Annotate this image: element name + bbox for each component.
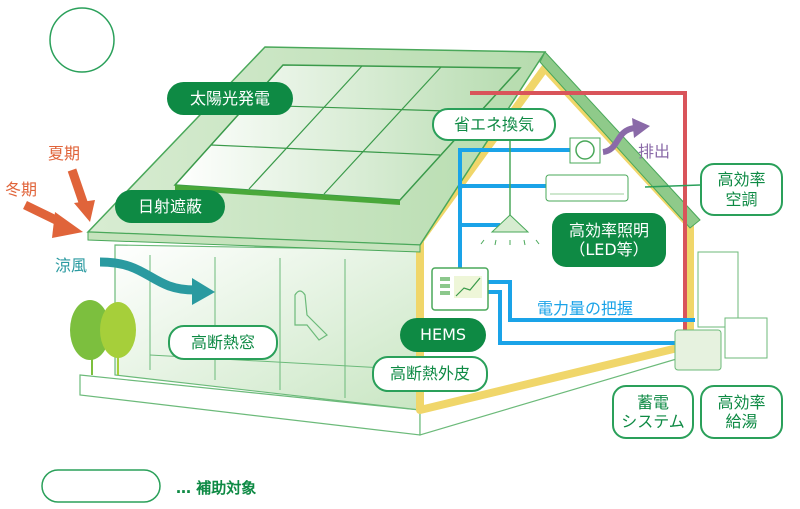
label-solar-shading: 日射遮蔽 — [115, 190, 225, 223]
ventilation-fan-icon — [569, 137, 601, 164]
water-heater-icon — [697, 251, 768, 359]
label-power-monitoring: 電力量の把握 — [537, 299, 634, 318]
label-storage-system: 蓄電 システム — [612, 385, 694, 439]
label-summer: 夏期 — [48, 144, 81, 163]
power-lines — [458, 148, 695, 345]
label-ventilation: 省エネ換気 — [432, 108, 556, 141]
label-aircon: 高効率 空調 — [700, 163, 783, 216]
label-lighting: 高効率照明 （LED等） — [552, 213, 666, 267]
exhaust-arrow-icon — [602, 125, 636, 155]
hems-monitor-icon — [431, 267, 489, 311]
summer-sun-arrow-icon — [67, 168, 95, 222]
legend-swatch — [41, 469, 161, 503]
label-insulated-envelope: 高断熱外皮 — [372, 356, 488, 392]
label-hems: HEMS — [400, 318, 486, 352]
aircon-callout-line — [644, 184, 701, 188]
label-exhaust: 排出 — [638, 142, 671, 161]
hot-water-line — [470, 91, 687, 330]
legend-text: … 補助対象 — [176, 479, 257, 497]
tree-icon — [70, 300, 136, 375]
label-insulated-window: 高断熱窓 — [168, 325, 278, 360]
winter-sun-arrow-icon — [23, 200, 83, 238]
label-winter: 冬期 — [5, 180, 38, 199]
breeze-arrow-icon — [99, 257, 196, 295]
person-icon — [294, 290, 328, 341]
sun-icon — [49, 7, 115, 73]
label-breeze: 涼風 — [55, 256, 88, 275]
lamp-icon — [480, 138, 540, 246]
battery-icon — [674, 329, 722, 371]
air-conditioner-icon — [545, 174, 629, 202]
label-solar-power: 太陽光発電 — [167, 82, 293, 115]
label-water-heater: 高効率 給湯 — [700, 385, 783, 439]
